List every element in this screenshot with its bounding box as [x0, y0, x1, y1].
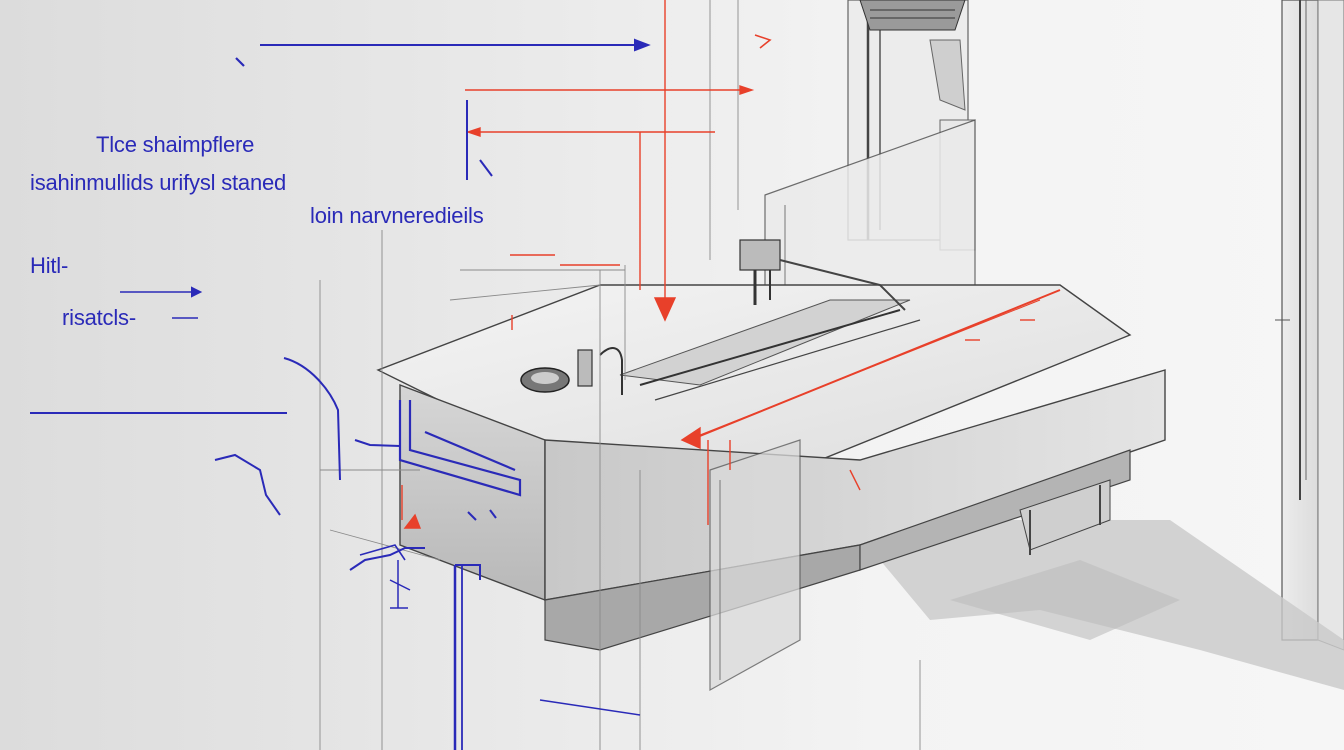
- annotation-short-label: Hitl-: [30, 253, 69, 278]
- annotation-lines-blue: [30, 38, 651, 750]
- annotation-note: loin narvneredieils: [310, 203, 484, 228]
- annotation-subtitle: isahinmullids urifysl staned: [30, 170, 287, 195]
- construction-lines: [319, 0, 921, 750]
- right-wall-panel: [1275, 0, 1344, 651]
- main-body: [376, 284, 1166, 692]
- annotation-label-risatcls: risatcls-: [62, 305, 136, 330]
- spout-fitting: [520, 347, 623, 395]
- annotation-title: Tlce shaimpflere: [96, 132, 255, 157]
- dimension-lines-red: [401, 0, 1061, 529]
- mid-fitting: [739, 239, 906, 311]
